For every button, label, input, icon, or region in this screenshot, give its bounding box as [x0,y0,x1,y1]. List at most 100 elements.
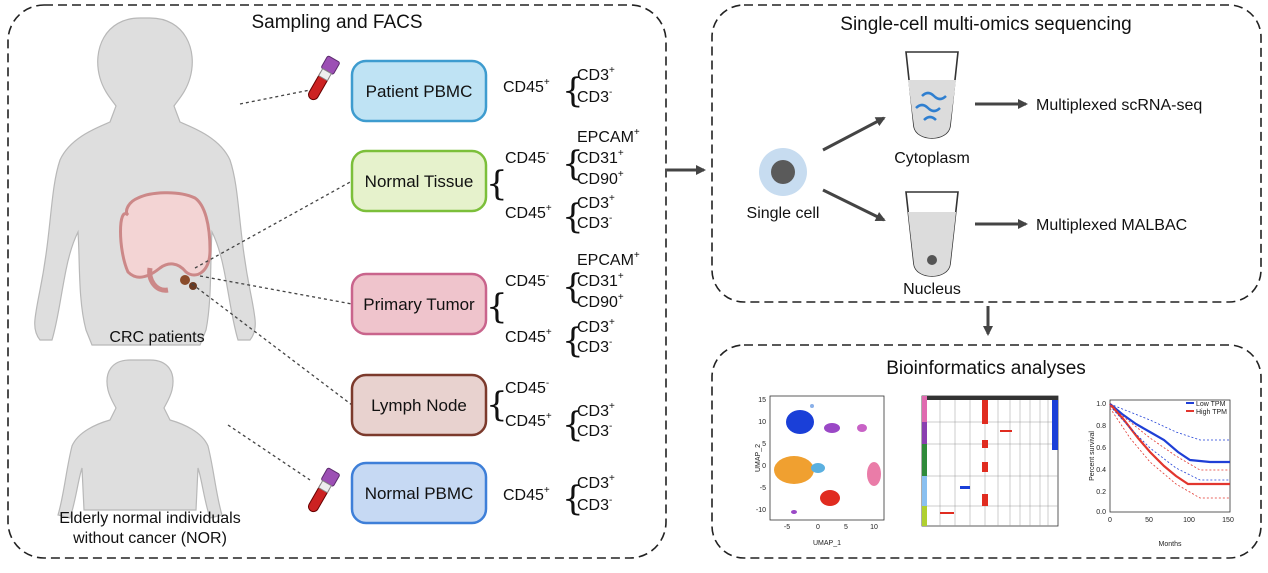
nor-label-line2: without cancer (NOR) [72,530,227,547]
svg-text:{: { [562,144,584,184]
svg-text:10: 10 [758,419,766,426]
svg-text:{: { [562,405,584,445]
svg-text:CD45+: CD45+ [505,327,552,346]
arrow-to-nucleus [822,188,886,222]
svg-text:0: 0 [762,463,766,470]
svg-text:CD45+: CD45+ [505,203,552,222]
sequencing-panel [711,4,1262,303]
cytoplasm-label: Cytoplasm [894,150,970,167]
svg-text:0.0: 0.0 [1096,509,1106,516]
svg-text:{: { [486,385,508,425]
svg-text:15: 15 [758,397,766,404]
sequencing-title: Single-cell multi-omics sequencing [840,14,1131,35]
blood-tube-icon-patient [308,55,340,101]
svg-text:CD31+: CD31+ [577,271,624,290]
survival-plot: Low TPM High TPM Months Percent survival… [1089,399,1234,548]
nor-label-line1: Elderly normal individuals [59,510,240,527]
svg-text:{: { [486,287,508,327]
svg-text:0.2: 0.2 [1096,489,1106,496]
svg-text:{: { [486,164,508,204]
svg-text:Low TPM: Low TPM [1196,401,1226,408]
svg-text:CD3-: CD3- [577,495,612,514]
patient-pbmc-box [350,59,488,123]
single-cell-label: Single cell [747,205,820,222]
normal-pbmc-label: Normal PBMC [365,484,474,503]
primary-tumor-box [350,272,488,336]
normal-tissue-markers: { CD45- { EPCAM+ CD31+ CD90+ CD45+ { CD3… [486,127,640,237]
normal-body-illustration [57,359,223,519]
nucleus-label: Nucleus [903,281,961,298]
umap-plot: UMAP_1 UMAP_2 -5 0 5 10 15 10 5 0 -5 -10 [755,395,885,547]
svg-text:CD3+: CD3+ [577,193,615,212]
svg-text:CD3-: CD3- [577,87,612,106]
lymph-node-box [350,373,488,437]
svg-text:150: 150 [1222,517,1234,524]
sampling-connectors [191,89,353,481]
svg-text:CD45+: CD45+ [505,411,552,430]
nucleus-tube-icon [905,191,959,277]
svg-text:CD3+: CD3+ [577,473,615,492]
svg-text:UMAP_2: UMAP_2 [755,444,762,472]
svg-text:EPCAM+: EPCAM+ [577,127,640,146]
svg-text:-5: -5 [760,485,766,492]
svg-text:5: 5 [844,524,848,531]
svg-text:CD90+: CD90+ [577,292,624,311]
sampling-title: Sampling and FACS [251,12,422,33]
single-cell-icon [759,148,807,196]
normal-tissue-label: Normal Tissue [365,172,474,191]
svg-text:0.4: 0.4 [1096,467,1106,474]
svg-text:CD45-: CD45- [505,378,549,397]
svg-text:{: { [562,321,584,361]
blood-tube-icon-normal [308,467,340,513]
patient-pbmc-markers: CD45+ { CD3+ CD3- [503,65,615,111]
normal-pbmc-box [350,461,488,525]
svg-text:CD45-: CD45- [505,271,549,290]
svg-text:CD90+: CD90+ [577,169,624,188]
svg-text:100: 100 [1183,517,1195,524]
svg-text:EPCAM+: EPCAM+ [577,250,640,269]
svg-text:{: { [562,479,584,519]
svg-text:{: { [562,267,584,307]
svg-text:UMAP_1: UMAP_1 [813,540,841,547]
crc-label: CRC patients [109,329,204,346]
arrow-to-cytoplasm [822,116,886,152]
cytoplasm-tube-icon [905,51,959,139]
svg-text:{: { [562,197,584,237]
svg-text:-10: -10 [756,507,766,514]
primary-tumor-markers: { CD45- { EPCAM+ CD31+ CD90+ CD45+ { CD3… [486,250,640,361]
svg-text:CD3+: CD3+ [577,317,615,336]
malbac-label: Multiplexed MALBAC [1036,217,1187,234]
svg-text:CD3-: CD3- [577,213,612,232]
svg-text:{: { [562,71,584,111]
bioinfo-title: Bioinformatics analyses [886,358,1086,379]
svg-text:0: 0 [1108,517,1112,524]
svg-text:Percent survival: Percent survival [1089,431,1096,481]
svg-text:0.8: 0.8 [1096,423,1106,430]
primary-tumor-label: Primary Tumor [363,295,475,314]
svg-text:CD31+: CD31+ [577,148,624,167]
lymph-node-label: Lymph Node [371,396,467,415]
svg-text:CD3+: CD3+ [577,65,615,84]
normal-pbmc-markers: CD45+ { CD3+ CD3- [503,473,615,519]
svg-text:50: 50 [1145,517,1153,524]
patient-body-illustration [34,17,256,346]
svg-text:0: 0 [816,524,820,531]
normal-tissue-box [350,149,488,213]
scrna-label: Multiplexed scRNA-seq [1036,97,1202,114]
svg-text:CD45+: CD45+ [503,485,550,504]
svg-text:5: 5 [762,441,766,448]
svg-text:0.6: 0.6 [1096,445,1106,452]
svg-text:High TPM: High TPM [1196,409,1227,416]
svg-text:CD45+: CD45+ [503,77,550,96]
svg-text:CD3-: CD3- [577,337,612,356]
patient-pbmc-label: Patient PBMC [366,82,473,101]
svg-text:Months: Months [1159,541,1182,548]
bioinfo-panel [711,344,1262,559]
svg-text:1.0: 1.0 [1096,401,1106,408]
sampling-panel [7,4,667,559]
svg-text:CD45-: CD45- [505,148,549,167]
svg-text:-5: -5 [784,524,790,531]
svg-text:CD3+: CD3+ [577,401,615,420]
cnv-heatmap [921,395,1059,527]
